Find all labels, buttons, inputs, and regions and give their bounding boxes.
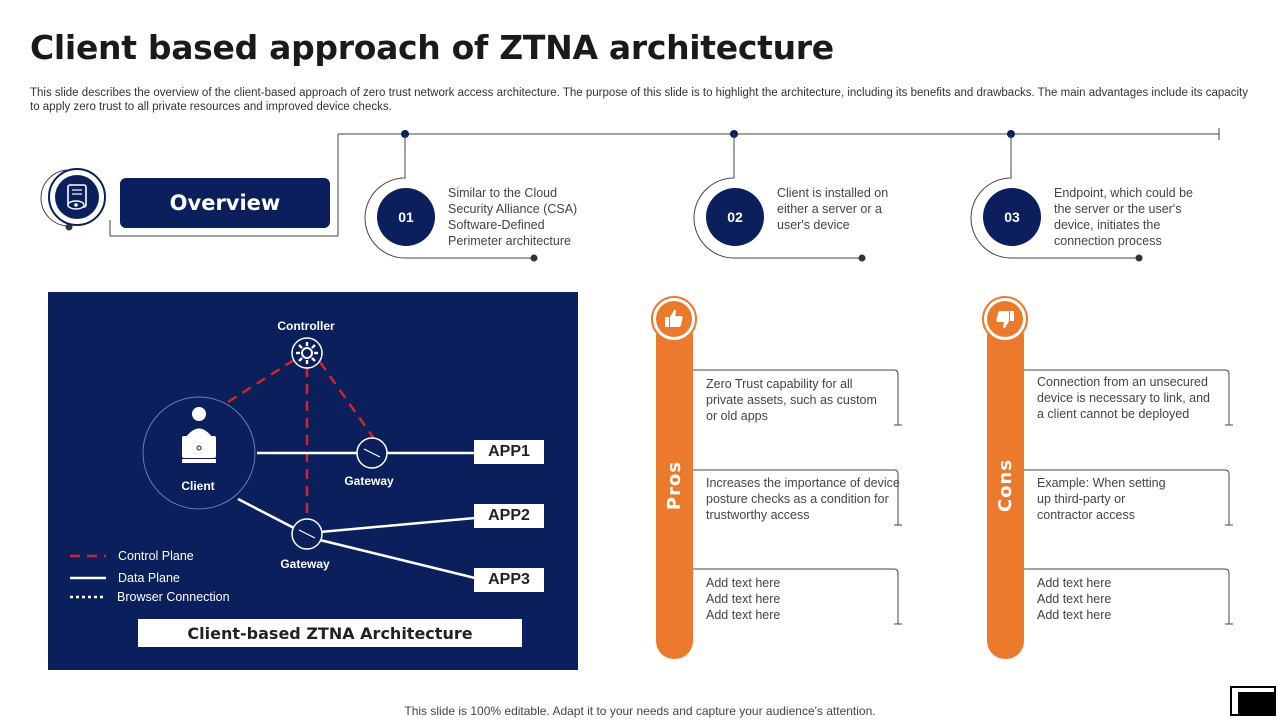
app2-box: APP2: [474, 504, 544, 528]
page-title: Client based approach of ZTNA architectu…: [30, 28, 834, 67]
pros-label-wrap: Pros: [640, 460, 710, 509]
footer-note: This slide is 100% editable. Adapt it to…: [404, 704, 876, 718]
scroll-eye-icon: [55, 175, 99, 219]
client-label: Client: [181, 479, 215, 493]
cons-item-1: Connection from an unsecured device is n…: [1037, 375, 1211, 421]
thumbs-up-icon: [656, 301, 692, 337]
slide-description: This slide describes the overview of the…: [30, 87, 1248, 113]
step-02-text: Client is installed on either a server o…: [777, 186, 889, 232]
app1-box: APP1: [474, 440, 544, 464]
step-01-text: Similar to the Cloud Security Alliance (…: [448, 186, 578, 248]
thumbs-down-icon: [987, 301, 1023, 337]
gateway-2-label: Gateway: [280, 557, 330, 571]
step-02-badge: 02: [706, 188, 764, 246]
legend-data-plane: Data Plane: [118, 571, 180, 585]
pros-label: Pros: [664, 460, 686, 510]
pros-item-1: Zero Trust capability for all private as…: [706, 377, 877, 423]
cons-item-2: Example: When setting up third-party or …: [1037, 476, 1166, 522]
pros-bar: [656, 318, 693, 659]
pros-item-2: Increases the importance of device postu…: [706, 476, 900, 522]
cons-bar: [987, 318, 1024, 659]
cons-label-wrap: Cons: [971, 458, 1041, 511]
corner-logo: [1238, 692, 1274, 714]
controller-label: Controller: [277, 319, 335, 333]
app3-box: APP3: [474, 568, 544, 592]
pros-item-3: Add text here Add text here Add text her…: [706, 576, 781, 622]
architecture-lines: [70, 337, 476, 599]
cons-item-3: Add text here Add text here Add text her…: [1037, 576, 1112, 622]
step-03-text: Endpoint, which could be the server or t…: [1054, 186, 1193, 248]
gateway-1-label: Gateway: [344, 474, 394, 488]
legend-browser-connection: Browser Connection: [117, 590, 230, 604]
architecture-caption: Client-based ZTNA Architecture: [138, 619, 522, 647]
step-03-badge: 03: [983, 188, 1041, 246]
step-01-badge: 01: [377, 188, 435, 246]
cons-label: Cons: [995, 458, 1017, 512]
legend-control-plane: Control Plane: [118, 549, 194, 563]
overview-button[interactable]: Overview: [120, 178, 330, 228]
